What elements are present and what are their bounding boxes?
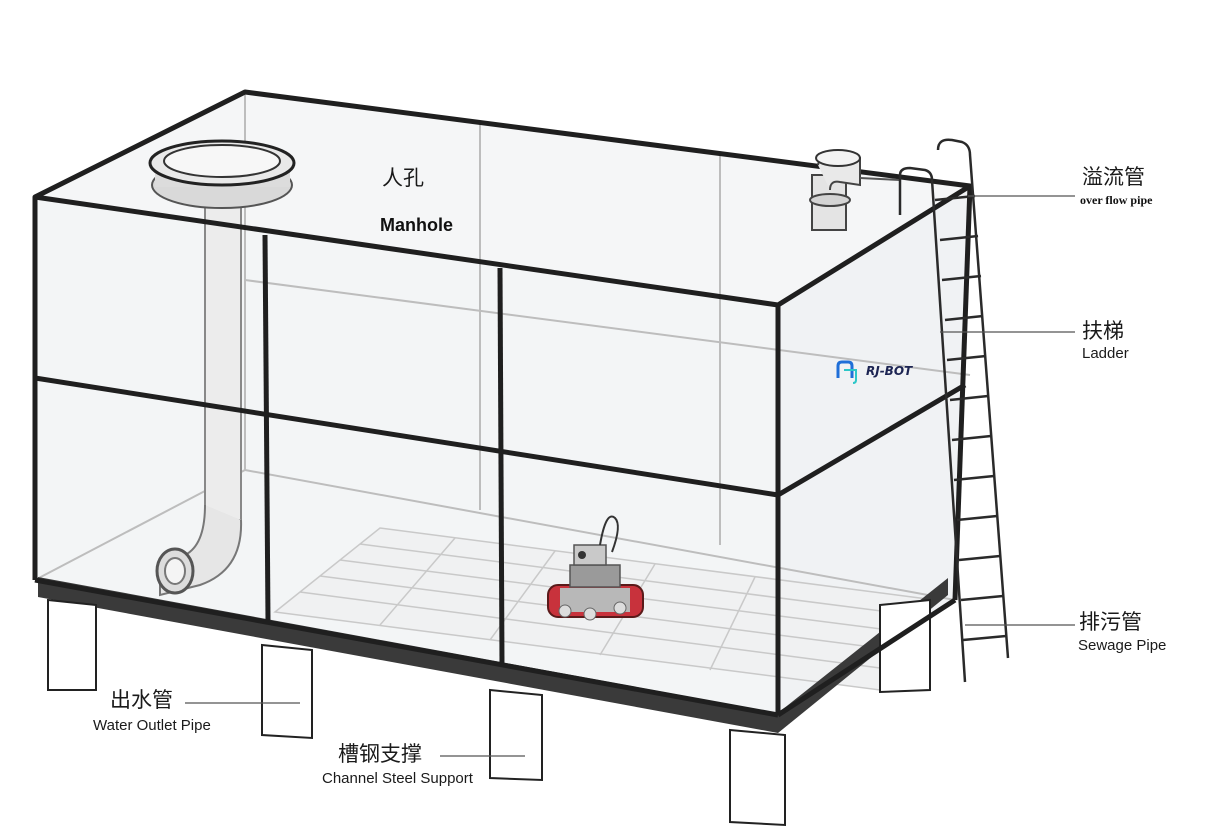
ladder (898, 138, 1010, 683)
water-outlet-pipe-label-zh: 出水管 (110, 688, 173, 712)
sewage-pipe-label-zh: 排污管 (1079, 610, 1142, 634)
ladder-label-zh: 扶梯 (1082, 319, 1124, 343)
ladder-label-en: Ladder (1082, 345, 1129, 362)
leader-lines (185, 195, 1075, 757)
sewage-pipe-label-en: Sewage Pipe (1078, 637, 1167, 654)
overflow-pipe-label-en: over flow pipe (1080, 193, 1153, 207)
channel-steel-support-label-en: Channel Steel Support (322, 770, 473, 787)
overflow-pipe-label-zh: 溢流管 (1082, 165, 1145, 189)
overflow-pipe (809, 149, 901, 231)
manhole-icon (148, 139, 296, 209)
manhole-label-zh: 人孔 (382, 166, 424, 190)
rj-bot-logo-icon (836, 360, 857, 384)
channel-steel-support-label-zh: 槽钢支撑 (338, 742, 422, 766)
brand-name: RJ-BOT (866, 364, 913, 378)
tank-frame (32, 89, 973, 718)
manhole-label-en: Manhole (380, 215, 454, 235)
water-outlet-pipe-label-en: Water Outlet Pipe (93, 717, 211, 734)
inspection-robot (547, 515, 644, 621)
water-outlet-pipe (155, 199, 243, 597)
